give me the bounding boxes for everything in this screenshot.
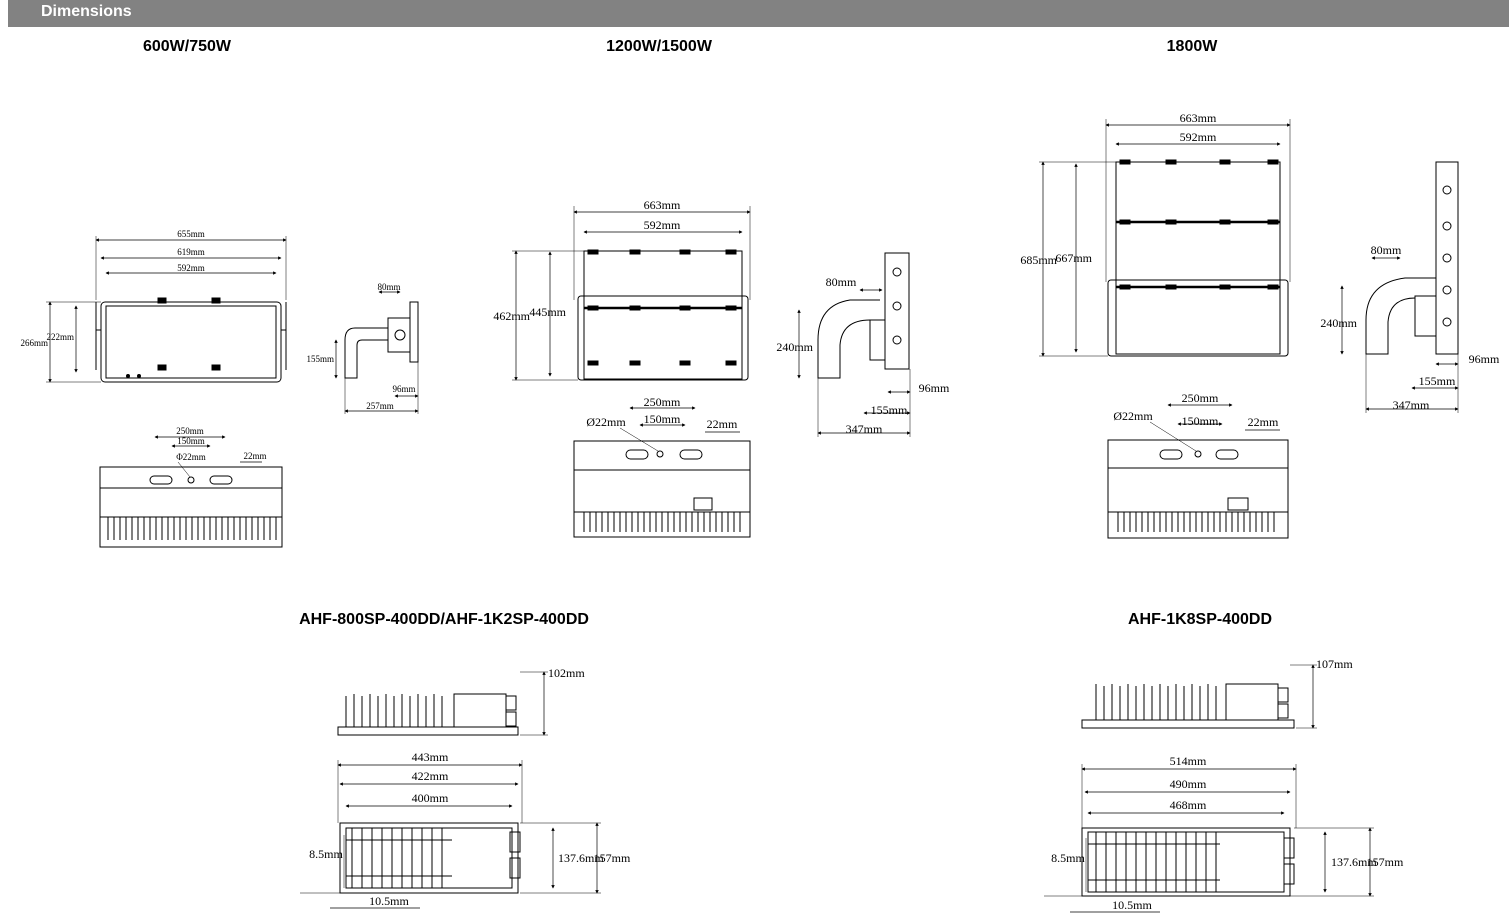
diagram-driver-b-side <box>1081 664 1317 729</box>
dim-600w-side-depth-small: 96mm <box>392 384 415 394</box>
dim-1200w-overall-width: 663mm <box>644 198 681 212</box>
dim-driver-b-len-mid: 490mm <box>1170 777 1207 791</box>
dim-1200w-side-top: 80mm <box>826 275 857 289</box>
diagram-600w-bottom <box>99 435 283 548</box>
dim-driver-a-edge-offset: 10.5mm <box>369 894 409 908</box>
diagram-driver-a-side <box>337 671 548 736</box>
diagram-1200w-side <box>797 252 911 437</box>
dim-1200w-height-inner: 445mm <box>529 305 566 319</box>
dim-600w-side-height: 155mm <box>306 354 334 364</box>
dim-1200w-side-depth-mid: 155mm <box>871 403 908 417</box>
diagram-1200w-bottom <box>573 406 751 538</box>
dim-1200w-bottom-span-inner: 150mm <box>644 412 681 426</box>
dim-1200w-side-height: 240mm <box>776 340 813 354</box>
dim-1800w-side-depth-mid: 155mm <box>1419 374 1456 388</box>
dim-driver-a-len-mid: 422mm <box>412 769 449 783</box>
section-title-driver-b: AHF-1K8SP-400DD <box>1127 611 1273 628</box>
dim-driver-b-len-overall: 514mm <box>1170 754 1207 768</box>
section-title-1800w: 1800W <box>1166 38 1218 55</box>
dim-driver-a-len-inner: 400mm <box>412 791 449 805</box>
dim-1200w-inner-width: 592mm <box>644 218 681 232</box>
diagram-1200w-front <box>512 206 751 381</box>
dim-1200w-bottom-span-outer: 250mm <box>644 395 681 409</box>
dim-1800w-bottom-edge: 22mm <box>1248 415 1279 429</box>
dim-1800w-bottom-span-inner: 150mm <box>1182 414 1219 428</box>
page-title: Dimensions <box>41 3 132 20</box>
dim-1800w-bottom-hole: Ø22mm <box>1113 409 1153 423</box>
diagram-600w-front <box>46 236 287 383</box>
diagram-1800w-side <box>1340 161 1459 413</box>
dim-1800w-inner-width: 592mm <box>1180 130 1217 144</box>
dim-driver-b-width-outer: 157mm <box>1367 855 1404 869</box>
dim-1200w-bottom-hole: Ø22mm <box>586 415 626 429</box>
dim-1800w-overall-width: 663mm <box>1180 111 1217 125</box>
dim-driver-b-edge-offset: 10.5mm <box>1112 898 1152 912</box>
diagram-600w-side <box>334 290 419 414</box>
dim-600w-side-top: 80mm <box>377 282 400 292</box>
dim-600w-bottom-edge: 22mm <box>243 451 266 461</box>
dim-driver-a-len-overall: 443mm <box>412 750 449 764</box>
dim-600w-height-inner: 222mm <box>46 332 74 342</box>
dim-1800w-side-top: 80mm <box>1371 243 1402 257</box>
dim-driver-a-hole-offset: 8.5mm <box>309 847 343 861</box>
dim-600w-overall-width: 655mm <box>177 229 205 239</box>
dim-600w-mid-width: 619mm <box>177 247 205 257</box>
section-title-600w: 600W/750W <box>142 38 232 55</box>
dim-600w-bottom-span-inner: 150mm <box>177 436 205 446</box>
dim-driver-b-width-inner: 137.6mm <box>1331 855 1377 869</box>
dim-1800w-height-inner: 667mm <box>1055 251 1092 265</box>
dim-1800w-bottom-span-outer: 250mm <box>1182 391 1219 405</box>
dim-1800w-side-depth-total: 347mm <box>1393 398 1430 412</box>
dim-600w-bottom-span-outer: 250mm <box>176 426 204 436</box>
dim-driver-a-side-height: 102mm <box>548 666 585 680</box>
dim-1200w-height-total: 462mm <box>493 309 530 323</box>
dim-600w-side-depth-total: 257mm <box>366 401 394 411</box>
section-title-driver-a: AHF-800SP-400DD/AHF-1K2SP-400DD <box>299 611 589 628</box>
dim-600w-inner-width: 592mm <box>177 263 205 273</box>
dim-1800w-height-total: 685mm <box>1020 253 1057 267</box>
header-bar: Dimensions <box>8 0 1509 27</box>
dim-1200w-bottom-edge: 22mm <box>707 417 738 431</box>
dim-600w-height-total: 266mm <box>20 338 48 348</box>
diagram-driver-a-top <box>300 760 601 909</box>
diagram-driver-b-top <box>1044 764 1374 913</box>
dim-driver-a-width-outer: 157mm <box>594 851 631 865</box>
dim-driver-b-len-inner: 468mm <box>1170 798 1207 812</box>
dim-driver-b-side-height: 107mm <box>1316 657 1353 671</box>
section-title-1200w: 1200W/1500W <box>606 38 712 55</box>
dim-600w-bottom-hole: Φ22mm <box>176 452 206 462</box>
dim-driver-a-width-inner: 137.6mm <box>558 851 604 865</box>
dim-1800w-side-depth-small: 96mm <box>1469 352 1500 366</box>
dim-1800w-side-height: 240mm <box>1320 316 1357 330</box>
dim-1200w-side-depth-total: 347mm <box>846 422 883 436</box>
dim-driver-b-hole-offset: 8.5mm <box>1051 851 1085 865</box>
diagram-1800w-bottom <box>1107 403 1289 539</box>
dim-1200w-side-depth-small: 96mm <box>919 381 950 395</box>
diagram-1800w-front <box>1039 119 1291 357</box>
